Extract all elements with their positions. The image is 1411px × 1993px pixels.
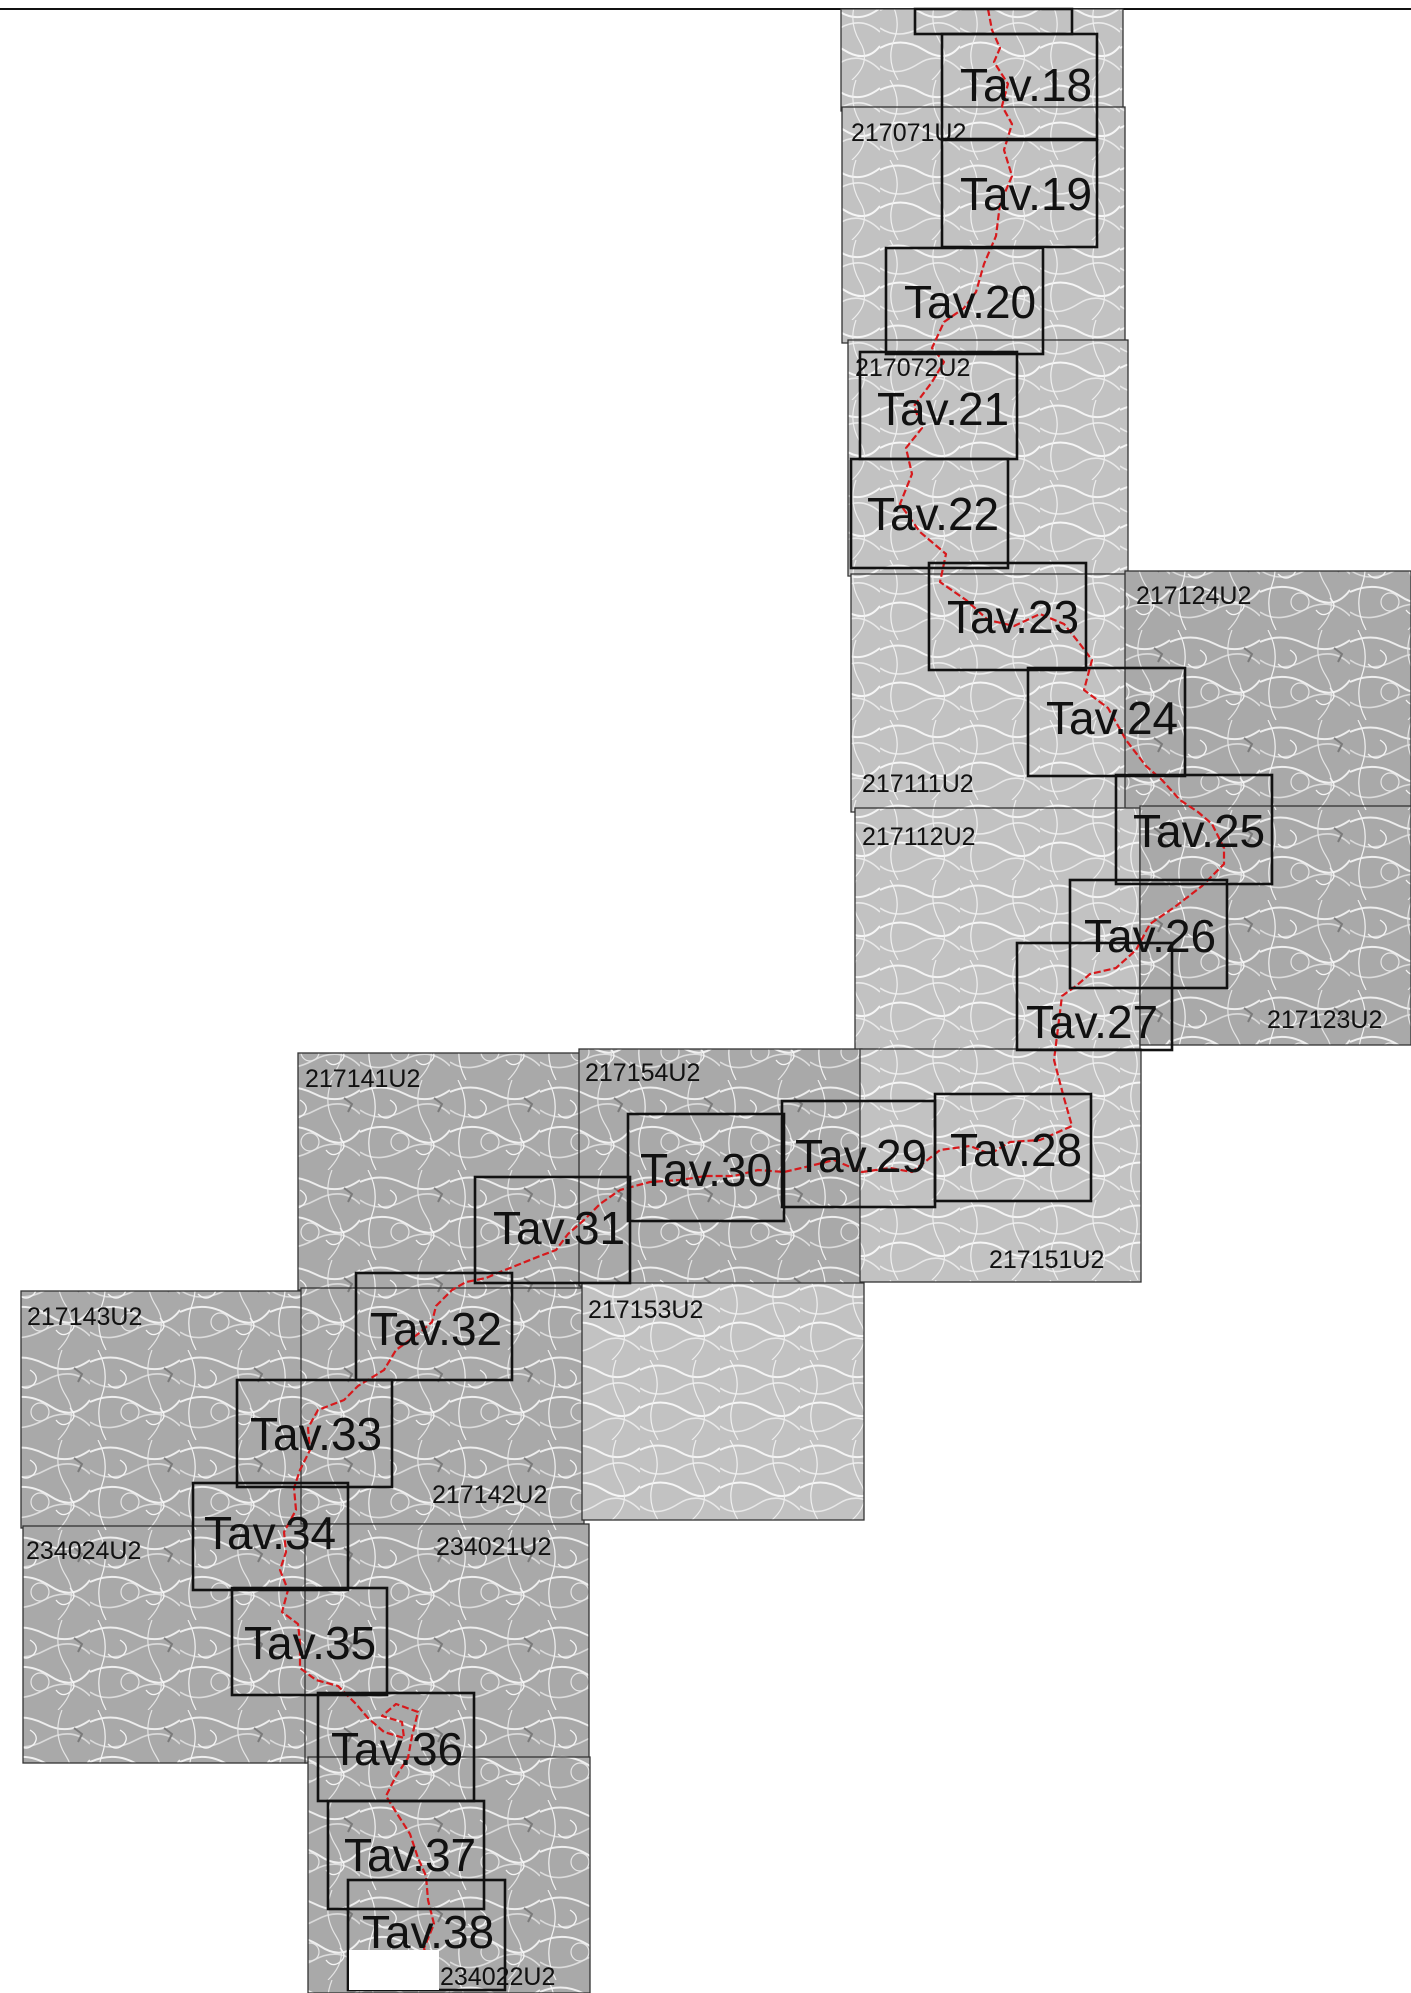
tavola-32-label: Tav.32: [370, 1303, 502, 1355]
tavola-21-label: Tav.21: [877, 383, 1009, 435]
tavola-25-frame: [1114, 773, 1274, 886]
tavola-23-label: Tav.23: [947, 591, 1079, 643]
tavola-20[interactable]: Tav.20: [884, 246, 1045, 356]
tavola-23[interactable]: Tav.23: [927, 561, 1088, 672]
sheet-217112U2[interactable]: [854, 807, 1141, 1054]
tavola-36-label: Tav.36: [331, 1723, 463, 1775]
sheet-label-217154U2: 217154U2: [585, 1059, 700, 1087]
tavola-34-frame: [191, 1481, 350, 1592]
sheet-217141U2[interactable]: [297, 1052, 582, 1291]
tavola-38-label: Tav.38: [362, 1906, 494, 1958]
sheet-label-217072U2: 217072U2: [855, 354, 970, 382]
tavola-30[interactable]: Tav.30: [626, 1112, 786, 1223]
sheet-217153U2[interactable]: [581, 1282, 865, 1521]
tavola-24-label: Tav.24: [1046, 692, 1178, 744]
tavola-21[interactable]: Tav.21: [858, 350, 1019, 461]
tavola-30-frame: [626, 1112, 786, 1223]
tavola-33-frame: [235, 1378, 394, 1489]
tavola-19-label: Tav.19: [960, 168, 1092, 220]
tavola-18[interactable]: Tav.18: [913, 7, 1099, 141]
tavola-29-label: Tav.29: [795, 1130, 927, 1182]
sheet-grid: [20, 8, 1411, 1993]
tavola-37-frame: [326, 1799, 486, 1911]
tavola-33-label: Tav.33: [250, 1408, 382, 1460]
tavola-27-frame: [1015, 941, 1174, 1052]
tavola-31-label: Tav.31: [493, 1202, 625, 1254]
sheet-label-217071U2: 217071U2: [851, 119, 966, 147]
tavola-30-label: Tav.30: [640, 1144, 772, 1196]
tavola-25[interactable]: Tav.25: [1114, 773, 1274, 886]
tavola-38-white-area: [349, 1950, 439, 1990]
sheet-label-234021U2: 234021U2: [436, 1533, 551, 1561]
sheet-label-217153U2: 217153U2: [588, 1296, 703, 1324]
sheet-217072U2[interactable]: [841, 106, 1126, 344]
tavola-18-label: Tav.18: [960, 59, 1092, 111]
tavola-35-label: Tav.35: [244, 1617, 376, 1669]
tavola-19[interactable]: Tav.19: [940, 138, 1099, 249]
tavola-35-frame: [230, 1586, 389, 1697]
tavola-26[interactable]: Tav.26: [1068, 878, 1229, 990]
tavola-26-frame: [1068, 878, 1229, 990]
sheet-217151U2[interactable]: [859, 1048, 1142, 1283]
sheet-label-217143U2: 217143U2: [27, 1303, 142, 1331]
sheet-217154U2[interactable]: [578, 1048, 863, 1287]
tavola-27-label: Tav.27: [1026, 996, 1158, 1048]
tavola-29-frame: [780, 1099, 937, 1209]
route-line: [278, 8, 1226, 1971]
tavola-34[interactable]: Tav.34: [191, 1481, 350, 1592]
tavola-32-frame: [354, 1271, 514, 1382]
tavola-37-label: Tav.37: [344, 1829, 476, 1881]
tavola-31-frame: [473, 1175, 632, 1285]
sheet-label-217112U2: 217112U2: [862, 823, 976, 851]
sheet-label-217141U2: 217141U2: [305, 1065, 420, 1093]
tavola-26-label: Tav.26: [1084, 910, 1216, 962]
sheet-label-217111U2: 217111U2: [862, 770, 974, 798]
tavola-31[interactable]: Tav.31: [473, 1175, 632, 1285]
tavola-24-frame: [1026, 666, 1187, 778]
tavola-32[interactable]: Tav.32: [354, 1271, 514, 1382]
sheet-217124U2[interactable]: [1124, 570, 1411, 810]
sheet-234021U2[interactable]: [304, 1523, 590, 1764]
sheet-label-217124U2: 217124U2: [1136, 582, 1251, 610]
tavola-37[interactable]: Tav.37: [326, 1799, 486, 1911]
tavola-24[interactable]: Tav.24: [1026, 666, 1187, 778]
sheet-217143U2[interactable]: [20, 1290, 305, 1529]
tavola-34-label: Tav.34: [204, 1507, 336, 1559]
sheet-labels: 217071U2 217072U2 217124U2 217111U2 2171…: [26, 119, 1382, 1991]
tavola-27[interactable]: Tav.27: [1015, 941, 1174, 1052]
tavola-20-label: Tav.20: [904, 276, 1036, 328]
sheet-label-217142U2: 217142U2: [432, 1481, 547, 1509]
sheet-label-217123U2: 217123U2: [1267, 1006, 1382, 1034]
sheet-label-234022U2: 234022U2: [440, 1963, 555, 1991]
tavola-28-label: Tav.28: [950, 1124, 1082, 1176]
sheet-label-217151U2: 217151U2: [989, 1246, 1104, 1274]
tavola-22-label: Tav.22: [867, 488, 999, 540]
tavola-35[interactable]: Tav.35: [230, 1586, 389, 1697]
sheet-217123U2[interactable]: [1139, 805, 1411, 1046]
tavola-29[interactable]: Tav.29: [780, 1099, 937, 1209]
tavola-25-label: Tav.25: [1133, 805, 1265, 857]
tavola-33[interactable]: Tav.33: [235, 1378, 394, 1489]
tavola-38[interactable]: Tav.38: [346, 1878, 507, 1992]
tavola-23-frame: [927, 561, 1088, 672]
tavola-frames: Tav.18 Tav.19 Tav.20 Tav.21 Tav.22 Tav.2…: [191, 7, 1274, 1992]
tavola-20-frame: [884, 246, 1045, 356]
sheet-label-234024U2: 234024U2: [26, 1537, 141, 1565]
